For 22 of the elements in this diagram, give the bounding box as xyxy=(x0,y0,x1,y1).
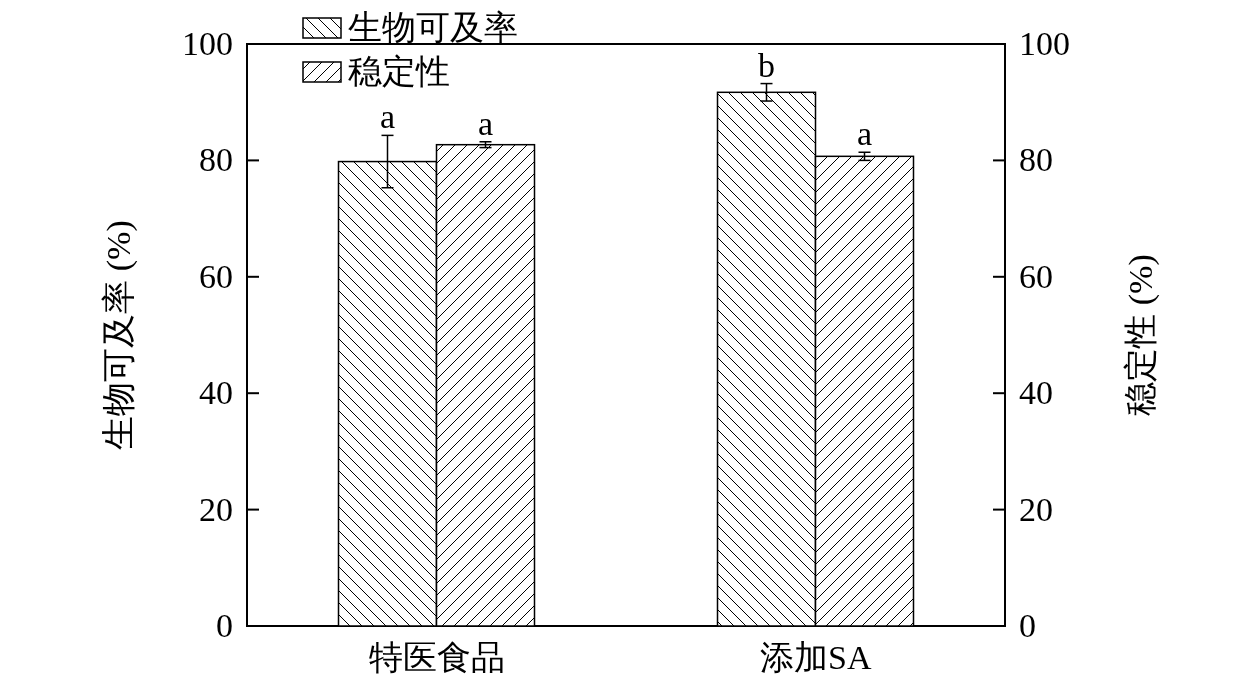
category-label: 特医食品 xyxy=(368,641,505,675)
axis-title: 生物可及率 (%) xyxy=(101,220,136,450)
tick-label: 40 xyxy=(1019,376,1053,411)
tick-label: 100 xyxy=(1019,27,1070,61)
tick-label: 20 xyxy=(1019,492,1053,527)
tick-label: 20 xyxy=(199,492,233,527)
tick-label: 80 xyxy=(199,143,233,178)
tick-label: 100 xyxy=(182,27,233,61)
significance-letter: b xyxy=(758,48,775,83)
legend-label: 稳定性 xyxy=(348,55,450,89)
significance-letter: a xyxy=(478,106,494,141)
significance-letter: a xyxy=(857,117,873,152)
category-label: 添加SA xyxy=(760,641,872,675)
tick-label: 80 xyxy=(1019,143,1053,178)
tick-label: 0 xyxy=(1019,609,1036,643)
axis-title: 稳定性 (%) xyxy=(1123,254,1158,416)
tick-label: 60 xyxy=(199,259,233,294)
tick-label: 0 xyxy=(216,609,233,643)
significance-letter: a xyxy=(380,100,396,135)
tick-label: 40 xyxy=(199,376,233,411)
tick-label: 60 xyxy=(1019,259,1053,294)
legend-label: 生物可及率 xyxy=(348,11,518,45)
